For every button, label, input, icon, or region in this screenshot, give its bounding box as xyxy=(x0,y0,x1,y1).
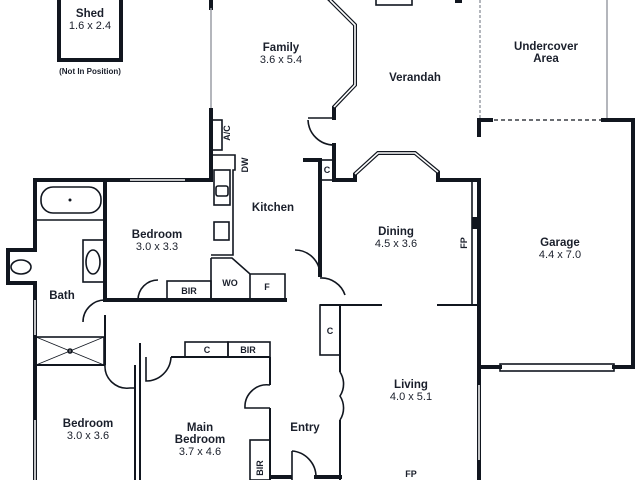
room-label-bedroom-2: Bedroom 3.0 x 3.3 xyxy=(131,229,183,253)
room-label-dining: Dining 4.5 x 3.6 xyxy=(374,226,418,250)
room-label-living: Living 4.0 x 5.1 xyxy=(389,379,433,403)
bathtub xyxy=(40,186,102,214)
room-label-garage: Garage 4.4 x 7.0 xyxy=(538,237,582,261)
label-wo: WO xyxy=(222,278,238,288)
basin xyxy=(85,249,101,275)
room-label-bedroom-3: Bedroom 3.0 x 3.6 xyxy=(62,418,114,442)
room-label-main-bedroom: Main Bedroom 3.7 x 4.6 xyxy=(174,422,226,458)
label-fridge: F xyxy=(264,282,270,292)
label-bir-entry: BIR xyxy=(255,460,265,476)
room-label-shed: Shed 1.6 x 2.4 xyxy=(68,8,112,32)
label-bir-bedroom: BIR xyxy=(181,286,197,296)
room-label-family: Family 3.6 x 5.4 xyxy=(259,42,303,66)
label-dishwasher: DW xyxy=(240,157,250,173)
label-fireplace-dining: FP xyxy=(459,237,469,249)
label-cupboard-kitchen: C xyxy=(323,165,331,175)
label-cupboard-living: C xyxy=(326,326,334,336)
room-label-undercover-area: Undercover Area xyxy=(514,41,578,65)
label-bir-main: BIR xyxy=(240,345,256,355)
shed-outline xyxy=(57,0,123,62)
room-label-bath: Bath xyxy=(49,290,75,302)
room-label-verandah: Verandah xyxy=(389,72,441,84)
shed-note: (Not In Position) xyxy=(59,67,121,76)
room-label-kitchen: Kitchen xyxy=(251,202,295,214)
room-label-entry: Entry xyxy=(290,422,320,434)
label-ac: A/C xyxy=(222,125,232,141)
label-fireplace-living: FP xyxy=(405,469,417,479)
label-cupboard-main: C xyxy=(203,345,211,355)
